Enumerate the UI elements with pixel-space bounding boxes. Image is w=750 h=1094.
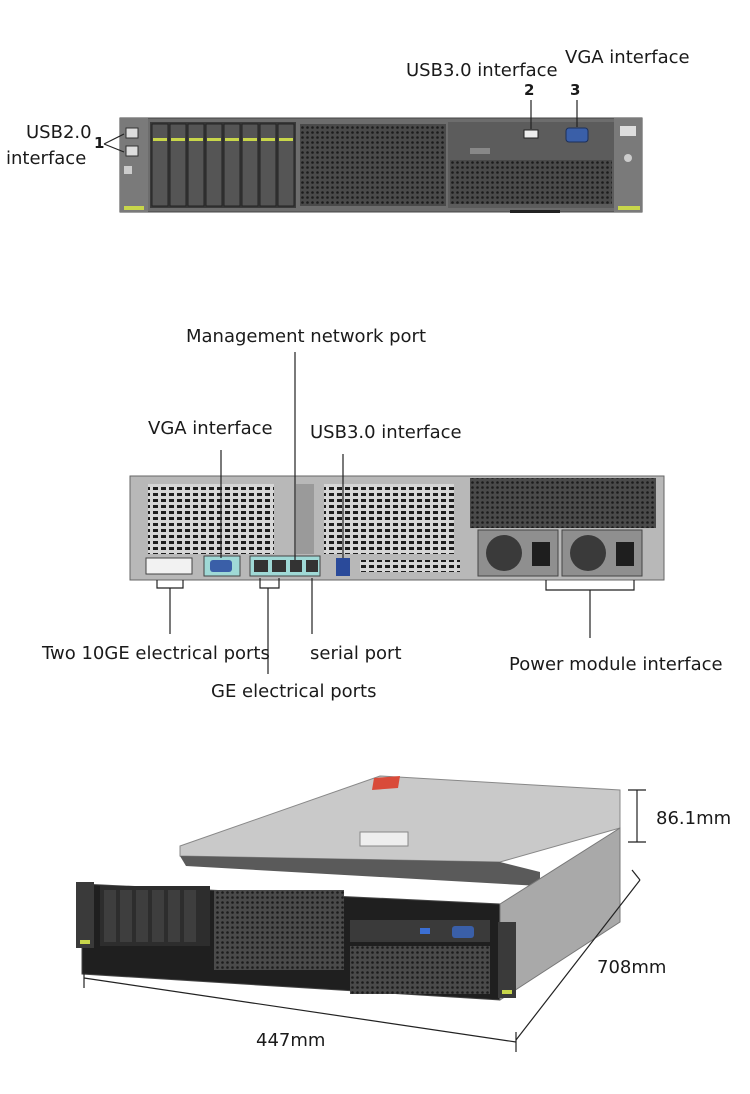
rear-ge-port-1 xyxy=(254,560,268,572)
rear-mgmt-port xyxy=(290,560,302,572)
dimension-depth-label: 708mm xyxy=(597,957,667,978)
callout-power-bracket xyxy=(545,580,635,591)
rear-ge-port-2 xyxy=(272,560,286,572)
callout-line-1-bottom xyxy=(103,143,125,153)
rear-power-modules xyxy=(477,529,643,577)
front-vent-grille xyxy=(300,124,446,206)
dimension-width xyxy=(83,966,517,1052)
rear-10ge-ports xyxy=(145,557,193,575)
front-usb2-label-line2: interface xyxy=(6,148,87,169)
callout-line-1-top xyxy=(103,133,125,145)
server-isometric-view xyxy=(76,775,621,1001)
front-marker-2: 2 xyxy=(524,81,535,99)
front-panel-chassis xyxy=(119,117,643,213)
front-marker-3: 3 xyxy=(570,81,581,99)
rear-management-port-label: Management network port xyxy=(186,326,427,347)
rear-ge-label: GE electrical ports xyxy=(211,681,377,702)
rear-usb3-label: USB3.0 interface xyxy=(310,422,462,443)
rear-usb3-ports xyxy=(336,558,350,576)
dimension-depth xyxy=(515,869,641,1041)
front-drive-bays xyxy=(150,122,296,208)
front-vga-label: VGA interface xyxy=(565,47,690,68)
front-usb3-port xyxy=(523,129,539,139)
dimension-height xyxy=(628,789,646,843)
rear-vga-port xyxy=(210,560,232,572)
front-usb3-label: USB3.0 interface xyxy=(406,60,558,81)
rear-10ge-label: Two 10GE electrical ports xyxy=(42,643,270,664)
callout-10ge-bracket xyxy=(156,580,184,589)
front-marker-1: 1 xyxy=(94,134,105,152)
front-vga-port xyxy=(565,127,589,143)
dimension-width-label: 447mm xyxy=(256,1030,326,1051)
front-usb2-label-line1: USB2.0 xyxy=(26,122,92,143)
rear-serial-label: serial port xyxy=(310,643,402,664)
rear-power-label: Power module interface xyxy=(509,654,723,675)
rear-serial-port xyxy=(306,560,318,572)
rear-vga-label: VGA interface xyxy=(148,418,273,439)
callout-ge-bracket xyxy=(259,578,280,589)
rear-panel-chassis xyxy=(129,475,665,581)
dimension-height-label: 86.1mm xyxy=(656,808,732,829)
